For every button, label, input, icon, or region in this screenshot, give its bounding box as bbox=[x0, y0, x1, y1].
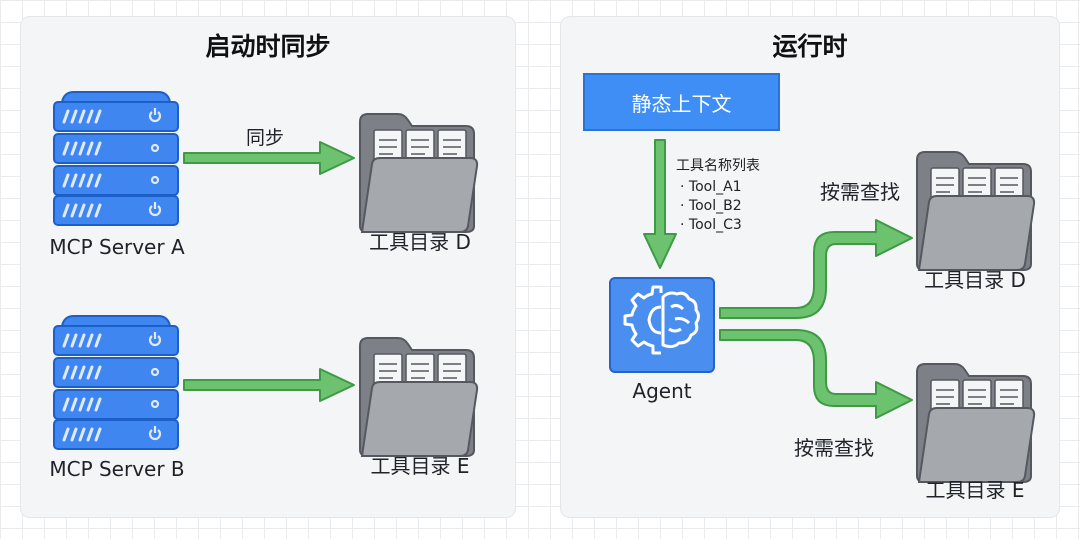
server-label: MCP Server B bbox=[49, 457, 185, 481]
static-context-box: 静态上下文 bbox=[583, 73, 780, 131]
tool-list-title: 工具名称列表 bbox=[676, 158, 760, 174]
sync-arrow-label: 同步 bbox=[245, 127, 284, 149]
panel-title: 运行时 bbox=[772, 32, 848, 61]
folder-icon bbox=[359, 113, 479, 233]
server-icon bbox=[52, 315, 180, 451]
directory-label: 工具目录 D bbox=[924, 268, 1026, 292]
agent-box bbox=[609, 277, 715, 373]
lookup-label: 按需查找 bbox=[794, 436, 874, 460]
directory-label: 工具目录 E bbox=[370, 454, 470, 478]
server-icon bbox=[52, 91, 180, 227]
sync-arrow bbox=[183, 368, 355, 402]
tool-list-item: Tool_C3 bbox=[676, 216, 760, 235]
folder-icon bbox=[916, 363, 1036, 483]
tool-list-item: Tool_B2 bbox=[676, 197, 760, 216]
panel-title: 启动时同步 bbox=[205, 32, 331, 61]
tool-name-list: 工具名称列表 Tool_A1 Tool_B2 Tool_C3 bbox=[676, 157, 760, 235]
brain-gear-icon bbox=[623, 285, 700, 355]
agent-label: Agent bbox=[632, 379, 692, 403]
down-arrow bbox=[643, 139, 677, 269]
lookup-label: 按需查找 bbox=[820, 180, 900, 204]
tool-list-item: Tool_A1 bbox=[676, 178, 760, 197]
folder-icon bbox=[916, 151, 1036, 271]
sync-arrow bbox=[183, 141, 355, 175]
server-label: MCP Server A bbox=[49, 235, 185, 259]
directory-label: 工具目录 E bbox=[925, 478, 1025, 502]
folder-icon bbox=[359, 337, 479, 457]
directory-label: 工具目录 D bbox=[369, 230, 471, 254]
lookup-arrows bbox=[719, 219, 913, 419]
